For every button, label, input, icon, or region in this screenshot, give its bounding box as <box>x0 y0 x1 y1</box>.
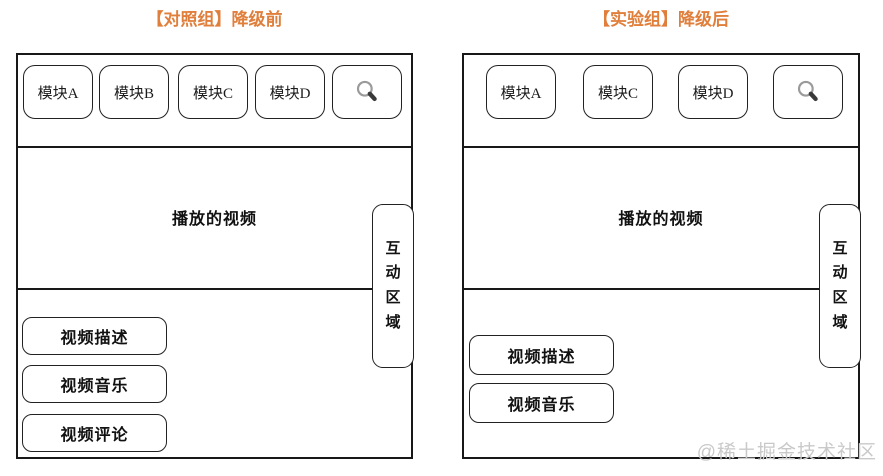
module-a-button[interactable]: 模块A <box>23 65 93 119</box>
interaction-area-label: 互动区域 <box>832 240 848 331</box>
module-c-button[interactable]: 模块C <box>178 65 248 119</box>
module-row: 模块A 模块B 模块C 模块D <box>18 55 411 148</box>
video-description-button[interactable]: 视频描述 <box>22 317 167 355</box>
interaction-area[interactable]: 互动区域 <box>819 204 861 368</box>
section-divider <box>18 288 373 290</box>
video-label: 播放的视频 <box>618 211 704 228</box>
video-music-button[interactable]: 视频音乐 <box>469 383 614 423</box>
control-group-title: 【对照组】降级前 <box>146 10 283 29</box>
search-icon <box>797 80 818 102</box>
video-comments-button[interactable]: 视频评论 <box>22 414 167 452</box>
interaction-area[interactable]: 互动区域 <box>372 204 414 368</box>
video-label: 播放的视频 <box>171 211 257 228</box>
module-b-button[interactable]: 模块B <box>99 65 169 119</box>
search-button[interactable] <box>332 65 402 119</box>
watermark: @稀土掘金技术社区 <box>696 442 877 463</box>
experiment-group-panel: 模块A 模块C 模块D 播放的视频 互动区域 视频描述 视频音乐 <box>462 53 861 459</box>
section-divider <box>464 288 819 290</box>
video-area: 播放的视频 <box>464 146 858 288</box>
module-d-button[interactable]: 模块D <box>255 65 325 119</box>
module-c-button[interactable]: 模块C <box>583 65 653 119</box>
control-group-panel: 模块A 模块B 模块C 模块D 播放的视频 互动区域 视频描述 视频音乐 视频评… <box>16 53 414 459</box>
search-icon <box>356 80 377 102</box>
interaction-area-label: 互动区域 <box>385 240 401 331</box>
module-a-button[interactable]: 模块A <box>486 65 556 119</box>
search-button[interactable] <box>773 65 843 119</box>
module-d-button[interactable]: 模块D <box>678 65 748 119</box>
video-music-button[interactable]: 视频音乐 <box>22 365 167 403</box>
video-description-button[interactable]: 视频描述 <box>469 335 614 375</box>
experiment-group-title: 【实验组】降级后 <box>593 10 729 29</box>
module-row: 模块A 模块C 模块D <box>464 55 858 148</box>
video-area: 播放的视频 <box>18 146 411 288</box>
